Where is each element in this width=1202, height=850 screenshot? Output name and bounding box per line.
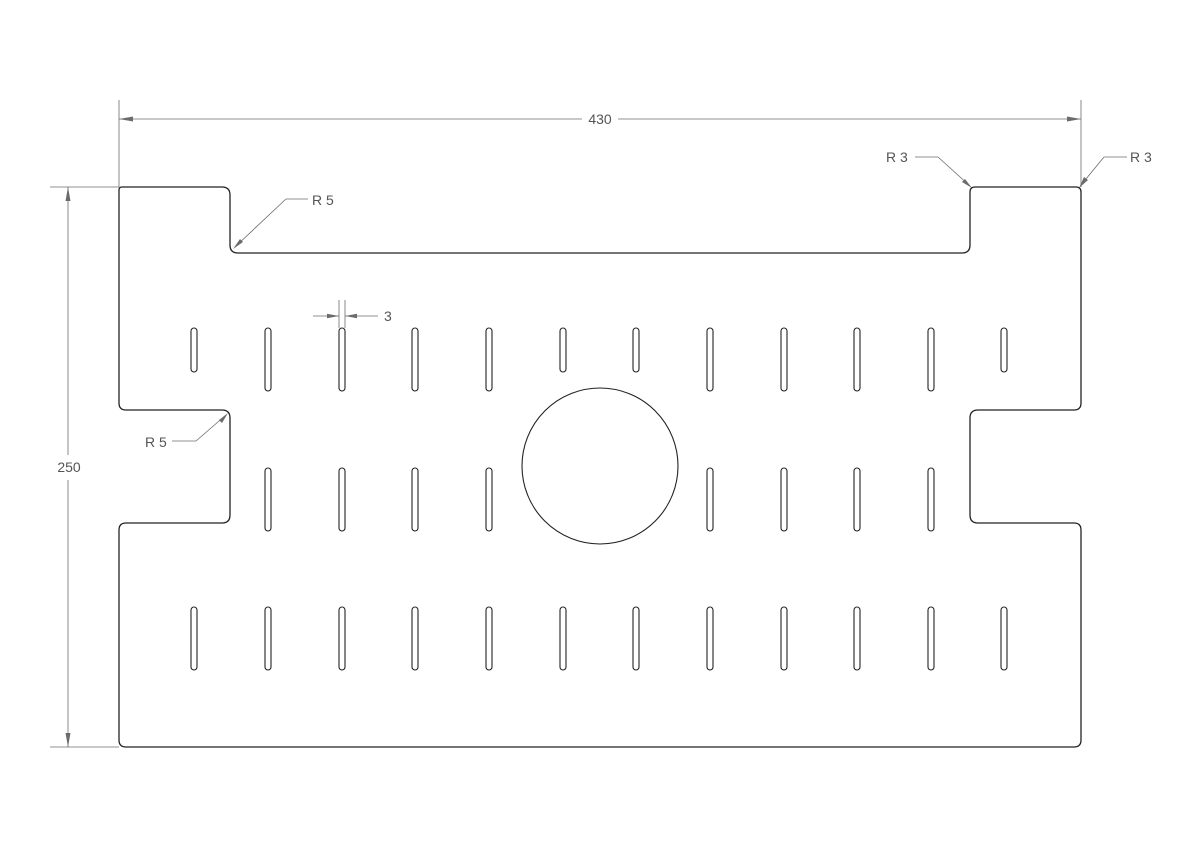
slot [264, 606, 272, 671]
plate-outline [118, 186, 1082, 748]
radius-label-top-right-inner: R 3 [886, 149, 908, 165]
slot [485, 467, 493, 532]
radius-leader-side-notch: R 5 [145, 413, 228, 450]
slot [927, 606, 935, 671]
height-dimension: 250 [50, 186, 119, 748]
slot [338, 327, 346, 392]
slot [853, 467, 861, 532]
slot [780, 467, 788, 532]
slot [411, 606, 419, 671]
radius-leader-top-right-outer: R 3 [1079, 149, 1152, 188]
slot [706, 327, 714, 392]
slot [927, 467, 935, 532]
width-dimension-label: 430 [588, 111, 612, 127]
slot-row-middle [264, 467, 935, 532]
slot [780, 606, 788, 671]
slot [559, 606, 567, 671]
slot-width-dimension: 3 [313, 300, 392, 328]
slot [632, 606, 640, 671]
slot [411, 467, 419, 532]
slot [338, 606, 346, 671]
radius-label-top-notch: R 5 [312, 192, 334, 208]
slot [485, 327, 493, 392]
slot [706, 467, 714, 532]
slot [1000, 606, 1008, 671]
width-dimension: 430 [118, 100, 1082, 187]
slot [264, 327, 272, 392]
slot-row-top [190, 327, 1008, 392]
slot [411, 327, 419, 392]
slot [780, 327, 788, 392]
slot-row-bottom [190, 606, 1008, 671]
slot [706, 606, 714, 671]
radius-leader-top-notch: R 5 [233, 192, 334, 249]
radius-leader-top-right-inner: R 3 [886, 149, 972, 188]
slot [853, 606, 861, 671]
slot [853, 327, 861, 392]
slot [264, 467, 272, 532]
radius-label-top-right-outer: R 3 [1130, 149, 1152, 165]
slot [190, 606, 198, 671]
slot-width-label: 3 [384, 308, 392, 324]
slot [485, 606, 493, 671]
slot [927, 327, 935, 392]
slot [1000, 327, 1008, 373]
radius-label-side-notch: R 5 [145, 434, 167, 450]
height-dimension-label: 250 [57, 459, 81, 475]
slot [559, 327, 567, 373]
slot [632, 327, 640, 373]
center-hole [521, 387, 679, 545]
slot [338, 467, 346, 532]
slot [190, 327, 198, 373]
